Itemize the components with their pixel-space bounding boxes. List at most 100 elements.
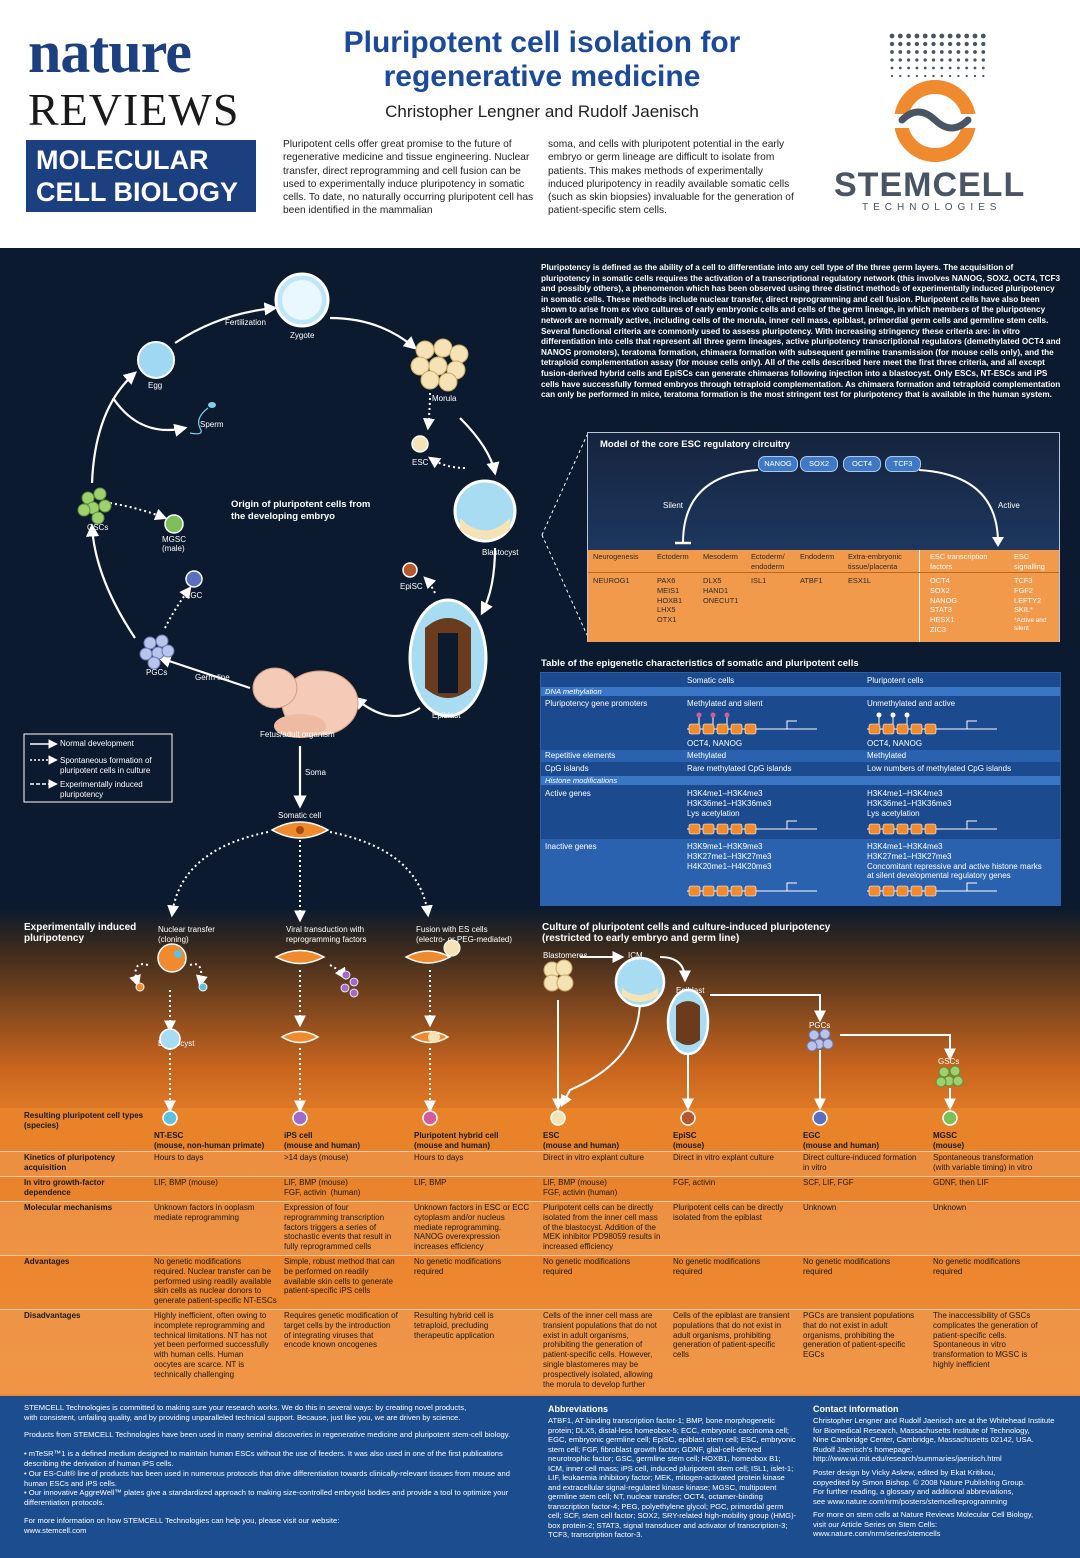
logo-dot <box>923 58 927 62</box>
poster-title-line-1: Pluripotent cell isolation for <box>343 26 741 59</box>
circuit-col-genes-6: OCT4 SOX2 NANOG STAT3 HESX1 ZIC3 <box>930 576 958 634</box>
table-row <box>0 1176 1080 1201</box>
logo-dot <box>940 58 944 62</box>
abbreviations-text: ATBF1, AT-binding transcription factor-1… <box>548 1416 797 1539</box>
brand-mcb-line-2: CELL BIOLOGY <box>36 177 239 207</box>
label-viral: Viral transduction with reprogramming fa… <box>286 925 366 944</box>
circuit-table-head-rule <box>588 572 1059 573</box>
logo-dot <box>915 66 919 70</box>
epi-active-pluri: H3K4me1–H3K4me3 H3K36me1–H3K36me3 Lys ac… <box>867 789 952 818</box>
label-silent: Silent <box>663 501 684 510</box>
logo-dot <box>981 41 986 47</box>
epi-row-promoters: Pluripotency gene promoters Methylated a… <box>541 697 1060 749</box>
circuit-col-head-1: Ectoderm <box>657 552 689 561</box>
table-cell: Highly inefficient, often owing to incom… <box>154 1311 269 1379</box>
label-viral-line-2: reprogramming factors <box>286 934 367 944</box>
logo-dot <box>956 33 961 39</box>
label-fusion-line-2: (electro- or PEG-mediated) <box>416 934 513 944</box>
legend-normal: Normal development <box>60 739 134 748</box>
table-cell: Resulting hybrid cell is tetraploid, pre… <box>414 1311 495 1340</box>
logo-dot <box>973 50 977 54</box>
table-cell: Unknown <box>803 1203 837 1212</box>
culture-pathways <box>543 951 964 1126</box>
induced-title-line-1: Experimentally induced <box>24 922 137 933</box>
logo-dot <box>906 50 911 54</box>
circuit-col-head-4: Endoderm <box>800 552 835 561</box>
table-cell: The inaccessibility of GSCs complicates … <box>933 1311 1038 1369</box>
table-row <box>0 1151 1080 1176</box>
series-link: For more on stem cells at Nature Reviews… <box>813 1510 1034 1538</box>
logo-dot <box>981 66 985 70</box>
circuit-table-divider <box>919 550 920 642</box>
logo-dot <box>906 58 911 62</box>
epi-oct-nanog-somatic: OCT4, NANOG <box>687 739 743 748</box>
table-cell: LIF, BMP (mouse) FGF, activin (human) <box>543 1178 618 1197</box>
factor-pill-nanog: NANOG <box>758 456 798 472</box>
label-fetus: Fetus/adult organism <box>260 730 335 739</box>
table-cell: Unknown <box>933 1203 967 1212</box>
table-cell: GDNF, then LIF <box>933 1178 989 1187</box>
origin-title-line-2: the developing embryo <box>231 511 335 522</box>
logo-dot <box>898 50 903 54</box>
circuit-col-head-3: Ectoderm/ endoderm <box>751 552 785 571</box>
label-zygote: Zygote <box>290 331 315 340</box>
table-cell: Requires genetic modification of target … <box>284 1311 398 1350</box>
logo-dot <box>898 66 902 70</box>
epi-cpg: CpG islands <box>545 764 589 773</box>
table-cell: Expression of four reprogramming transcr… <box>284 1203 392 1252</box>
logo-dot <box>957 66 960 70</box>
logo-dot <box>956 50 961 54</box>
epi-row-dna-head: DNA methylation <box>541 687 1060 696</box>
contact-title: Contact information <box>813 1404 899 1414</box>
logo-dot <box>897 33 903 39</box>
logo-dot <box>939 33 945 39</box>
cell-type-4: EpiSC (mouse) <box>673 1131 705 1150</box>
label-nt-line-2: (cloning) <box>158 934 189 944</box>
table-cell: Direct in vitro explant culture <box>543 1153 644 1162</box>
legend-induced-line-2: pluripotency <box>60 789 104 799</box>
label-mgsc-line-1: MGSC <box>162 535 186 544</box>
culture-title-line-1: Culture of pluripotent cells and culture… <box>542 922 831 933</box>
label-icm: ICM <box>628 951 643 960</box>
epi-row-histone-head: Histone modifications <box>541 776 1060 785</box>
origin-title: Origin of pluripotent cells from the dev… <box>231 499 370 523</box>
logo-dot <box>890 58 894 62</box>
contact-text: Christopher Lengner and Rudolf Jaenisch … <box>813 1416 1055 1463</box>
epi-cpg-pluri: Low numbers of methylated CpG islands <box>867 764 1012 773</box>
logo-dot <box>956 58 961 62</box>
logo-dot <box>924 74 927 78</box>
table-cell: Unknown factors in ooplasm mediate repro… <box>154 1203 255 1222</box>
poster-title-line-2: regenerative medicine <box>383 60 701 93</box>
table-cell: No genetic modifications required <box>933 1257 1021 1276</box>
table-row-head-1: In vitro growth-factor dependence <box>24 1178 105 1197</box>
intro-left: Pluripotent cells offer great promise to… <box>283 139 534 217</box>
label-egg: Egg <box>148 381 163 390</box>
table-cell: Spontaneous transformation (with variabl… <box>933 1153 1034 1172</box>
circuitry-box: Model of the core ESC regulatory circuit… <box>587 432 1060 642</box>
label-active: Active <box>998 501 1020 510</box>
logo-dot <box>956 41 961 47</box>
epi-inactive-genes: Inactive genes <box>545 842 597 851</box>
circuit-col-genes-1: PAX6 MEIS1 HOXB1 LHX5 OTX1 <box>657 576 683 625</box>
table-cell: Cells of the inner cell mass are transie… <box>543 1311 657 1389</box>
logo-dot <box>957 74 960 78</box>
epi-row-inactive: Inactive genes H3K9me1–H3K9me3 H3K27me1–… <box>541 839 1060 905</box>
epi-inactive-somatic: H3K9me1–H3K9me3 H3K27me1–H3K27me3 H4K20m… <box>687 842 772 871</box>
label-fertilization: Fertilization <box>225 318 266 327</box>
footer-bullet-2: • Our ES-Cult® line of products has been… <box>24 1469 510 1488</box>
cell-type-0: NT-ESC (mouse, non-human primate) <box>154 1131 265 1150</box>
footer-more-info: For more information on how STEMCELL Tec… <box>24 1516 340 1535</box>
label-viral-line-1: Viral transduction with <box>286 925 365 934</box>
logo-dot <box>923 41 928 47</box>
footer: STEMCELL Technologies is committed to ma… <box>0 1396 1080 1558</box>
label-egc: EGC <box>185 591 203 600</box>
epi-promoters: Pluripotency gene promoters <box>545 699 648 708</box>
logo-dot <box>972 41 978 47</box>
table-row <box>0 1255 1080 1309</box>
logo-dot <box>898 41 903 47</box>
label-sperm: Sperm <box>200 420 224 429</box>
table-row-head-3: Advantages <box>24 1257 70 1266</box>
circuit-col-head-5: Extra-embryonic tissue/placenta <box>848 552 902 571</box>
logo-dot <box>931 41 936 47</box>
